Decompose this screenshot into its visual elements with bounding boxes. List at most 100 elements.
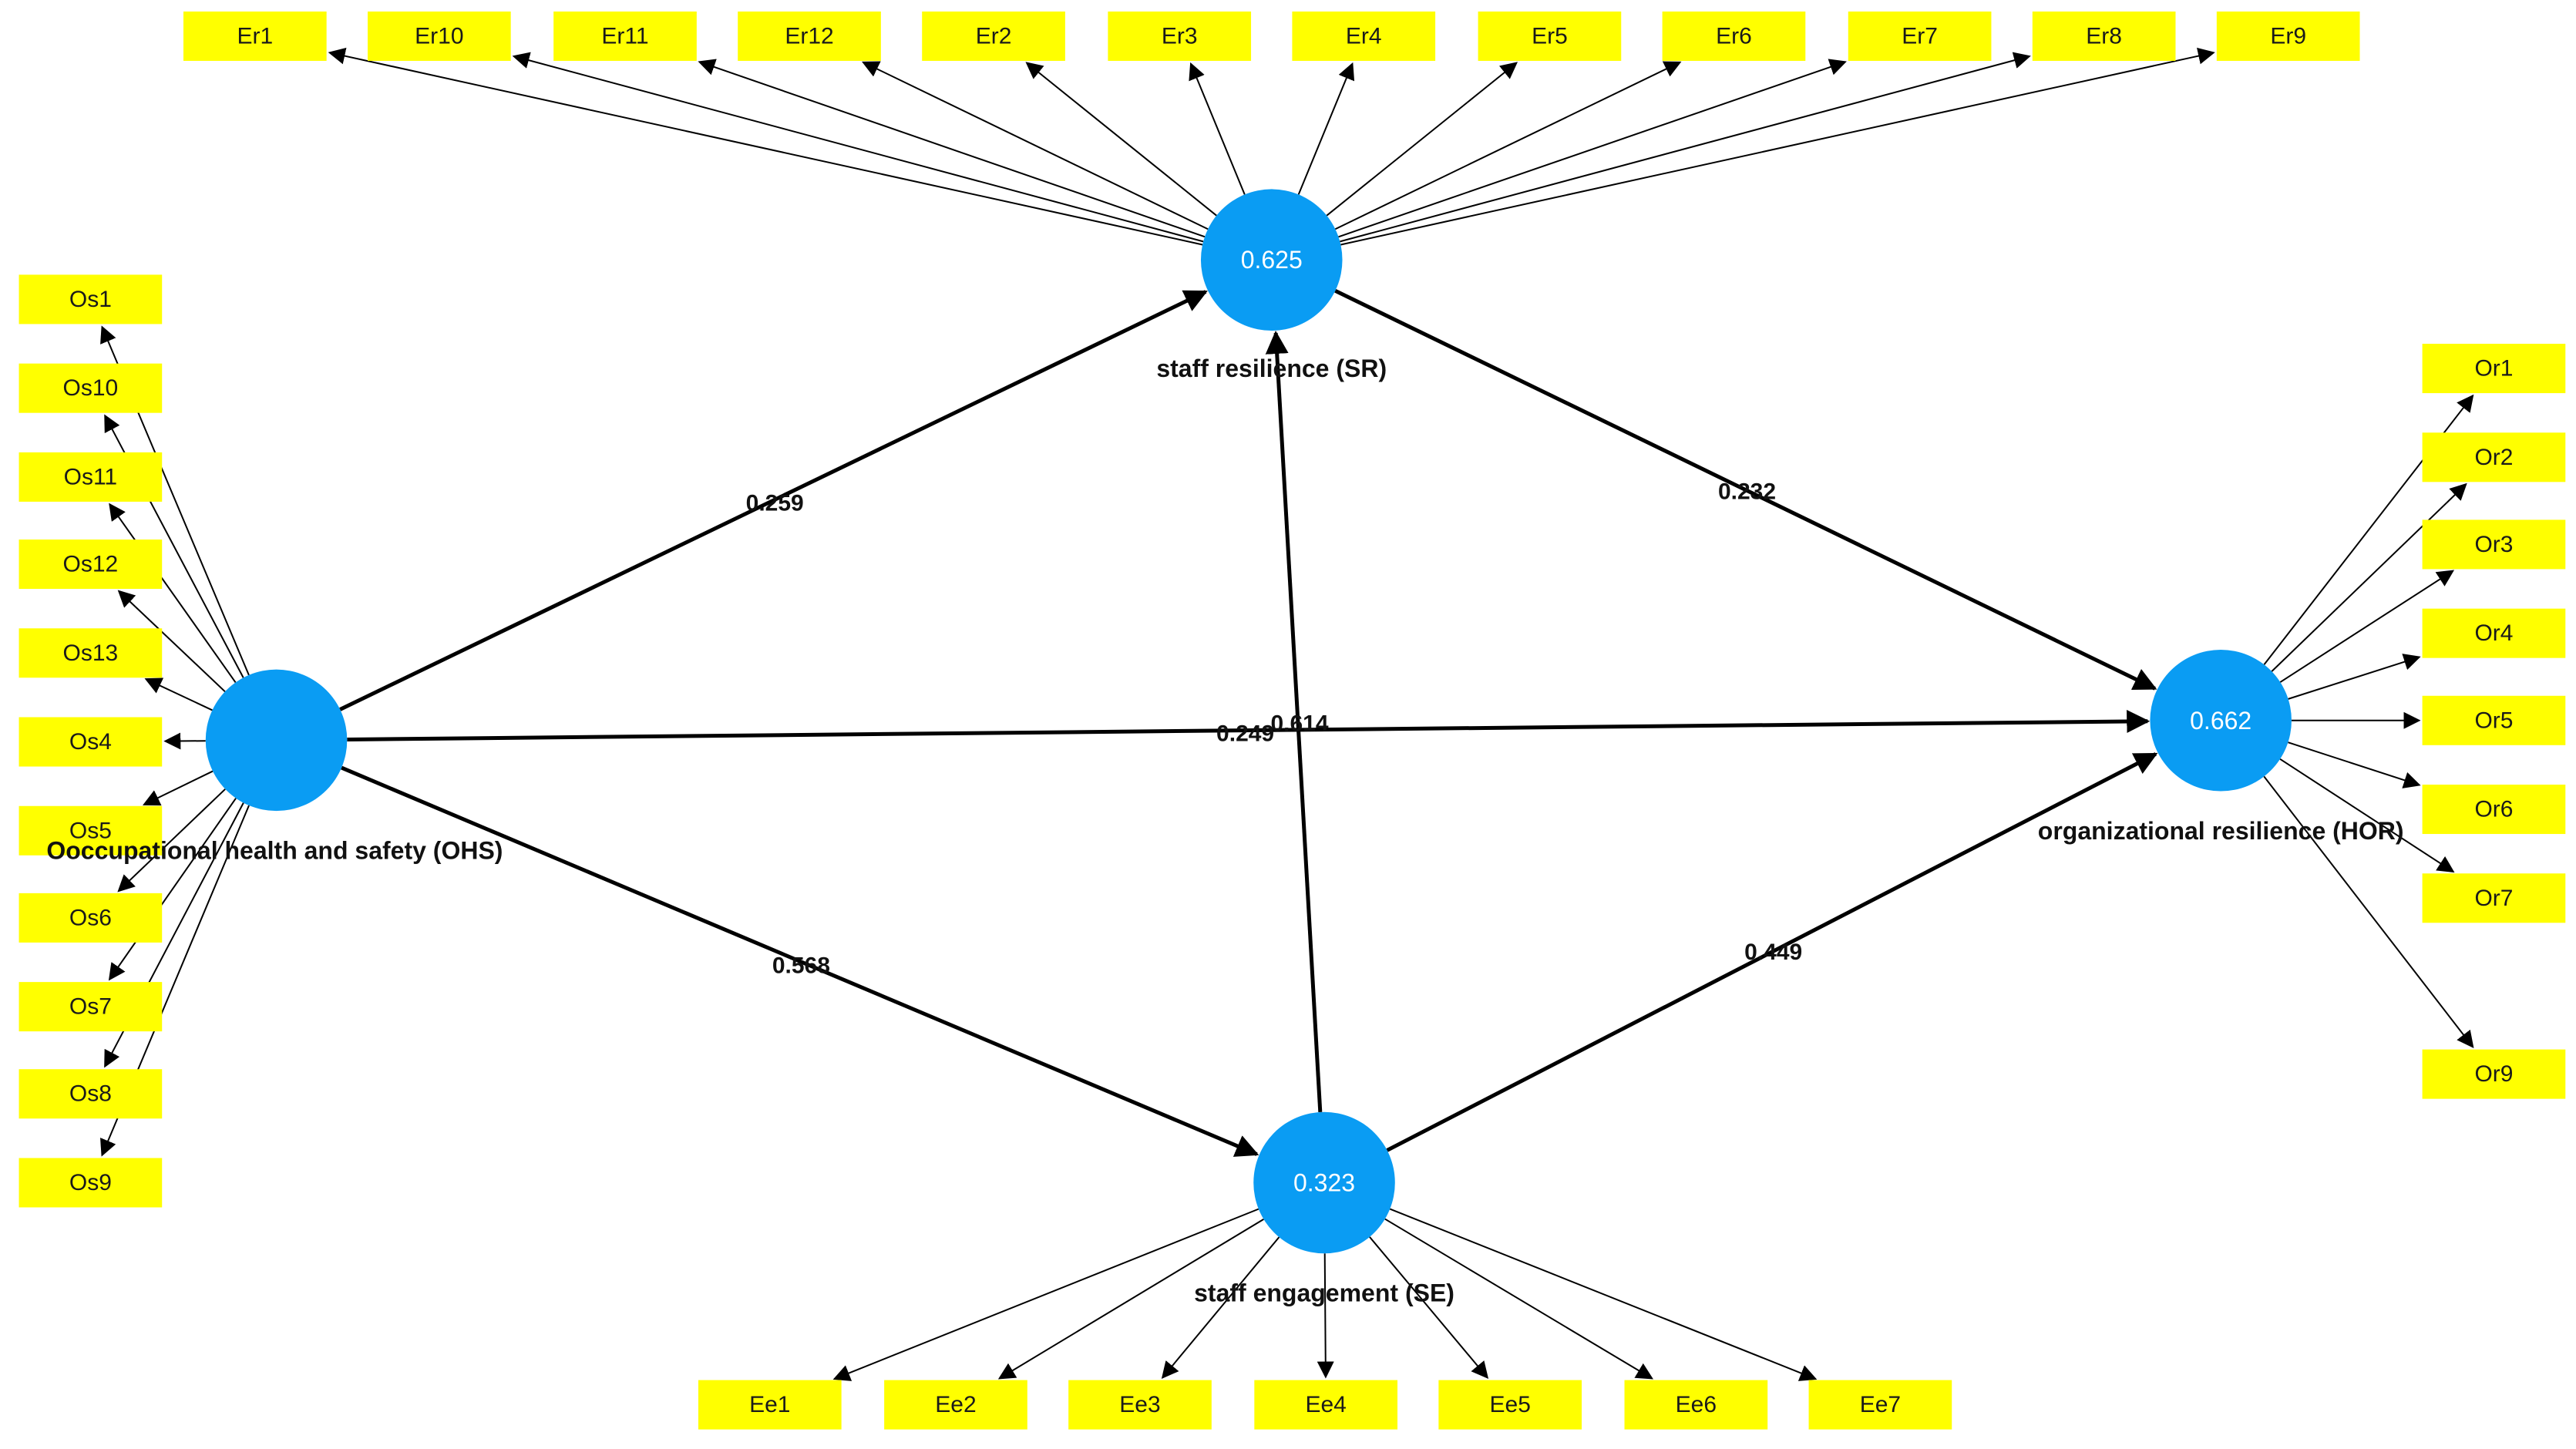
indicator-box — [18, 628, 163, 678]
indicator-er7[interactable]: Er7 — [1848, 11, 1992, 61]
indicator-label: Os9 — [69, 1170, 112, 1195]
indicator-label: Er1 — [237, 23, 273, 49]
indicator-label: Er7 — [1902, 23, 1938, 49]
indicator-ee6[interactable]: Ee6 — [1624, 1380, 1768, 1430]
construct-nodes: 0.625 0.662 0.323 — [205, 189, 2292, 1254]
indicator-os4[interactable]: Os4 — [18, 717, 163, 767]
indicator-label: Ee3 — [1119, 1392, 1160, 1417]
indicator-box — [18, 893, 163, 943]
construct-se[interactable]: 0.323 — [1253, 1111, 1395, 1254]
indicator-box — [18, 363, 163, 413]
path-arrow-ohs-to-se — [341, 765, 1259, 1157]
indicator-er1[interactable]: Er1 — [183, 11, 327, 61]
loading-arrow-os13 — [144, 677, 213, 711]
path-arrow-ohs-to-hor — [347, 710, 2151, 741]
indicator-or7[interactable]: Or7 — [2422, 873, 2566, 923]
indicator-os8[interactable]: Os8 — [18, 1069, 163, 1119]
loading-arrow-or3 — [2279, 570, 2455, 683]
indicator-or3[interactable]: Or3 — [2422, 519, 2566, 570]
indicator-label: Or2 — [2474, 445, 2513, 470]
indicator-label: Ee6 — [1676, 1392, 1717, 1417]
indicator-ee2[interactable]: Ee2 — [884, 1380, 1027, 1430]
indicator-os10[interactable]: Os10 — [18, 363, 163, 413]
indicator-er10[interactable]: Er10 — [367, 11, 511, 61]
indicator-box — [2422, 695, 2566, 745]
indicator-os11[interactable]: Os11 — [18, 452, 163, 502]
indicator-box — [18, 805, 163, 856]
indicator-or9[interactable]: Or9 — [2422, 1049, 2566, 1099]
indicator-label: Or7 — [2474, 886, 2513, 911]
indicator-er11[interactable]: Er11 — [553, 11, 697, 61]
indicator-label: Os10 — [63, 375, 119, 401]
indicator-or2[interactable]: Or2 — [2422, 432, 2566, 482]
indicator-label: Os6 — [69, 905, 112, 930]
indicator-label: Os1 — [69, 287, 112, 312]
indicator-label: Er6 — [1716, 23, 1752, 49]
indicator-box — [2032, 11, 2176, 61]
indicator-box — [18, 982, 163, 1032]
indicator-label: Er11 — [601, 23, 648, 49]
indicator-label: Er12 — [785, 23, 833, 49]
indicator-os1[interactable]: Os1 — [18, 274, 163, 324]
indicator-label: Os11 — [64, 464, 117, 489]
indicator-label: Ee7 — [1860, 1392, 1901, 1417]
indicator-box — [18, 540, 163, 590]
indicator-or5[interactable]: Or5 — [2422, 695, 2566, 745]
indicator-box — [1068, 1380, 1212, 1430]
indicator-os12[interactable]: Os12 — [18, 540, 163, 590]
indicator-ee3[interactable]: Ee3 — [1068, 1380, 1212, 1430]
indicator-or1[interactable]: Or1 — [2422, 344, 2566, 394]
indicator-label: Er3 — [1162, 23, 1198, 49]
indicator-label: Os13 — [63, 640, 119, 666]
indicator-label: Er5 — [1532, 23, 1568, 49]
indicator-ee7[interactable]: Ee7 — [1808, 1380, 1952, 1430]
indicator-os7[interactable]: Os7 — [18, 982, 163, 1032]
indicator-er12[interactable]: Er12 — [738, 11, 881, 61]
indicator-box — [2422, 344, 2566, 394]
indicator-label: Er2 — [976, 23, 1012, 49]
loading-arrow-ee1 — [832, 1208, 1259, 1381]
loading-arrow-os7 — [108, 798, 237, 981]
indicator-er3[interactable]: Er3 — [1108, 11, 1252, 61]
indicator-label: Os8 — [69, 1081, 112, 1107]
loading-arrow-er2 — [1025, 62, 1217, 217]
indicator-or6[interactable]: Or6 — [2422, 785, 2566, 835]
indicator-box — [738, 11, 881, 61]
indicator-box — [1662, 11, 1806, 61]
indicator-er9[interactable]: Er9 — [2216, 11, 2360, 61]
construct-circle — [1253, 1111, 1395, 1254]
indicator-ee5[interactable]: Ee5 — [1438, 1380, 1582, 1430]
coef-ohs-hor: 0.249 — [1216, 721, 1274, 746]
loading-arrow-er10 — [512, 52, 1204, 243]
construct-ohs[interactable] — [205, 669, 348, 812]
indicator-box — [2422, 785, 2566, 835]
indicator-or4[interactable]: Or4 — [2422, 608, 2566, 658]
indicator-er2[interactable]: Er2 — [922, 11, 1065, 61]
indicator-box — [698, 1380, 842, 1430]
indicator-label: Or5 — [2474, 708, 2513, 733]
construct-hor[interactable]: 0.662 — [2150, 650, 2292, 792]
construct-circle — [205, 669, 348, 812]
indicator-ee1[interactable]: Ee1 — [698, 1380, 842, 1430]
indicator-label: Os7 — [69, 994, 112, 1020]
indicator-label: Os5 — [69, 818, 112, 843]
indicator-label: Or9 — [2474, 1061, 2513, 1087]
indicator-er6[interactable]: Er6 — [1662, 11, 1806, 61]
indicator-box — [1254, 1380, 1398, 1430]
indicator-os6[interactable]: Os6 — [18, 893, 163, 943]
indicator-os5[interactable]: Os5 — [18, 805, 163, 856]
indicator-er8[interactable]: Er8 — [2032, 11, 2176, 61]
indicator-os9[interactable]: Os9 — [18, 1158, 163, 1208]
indicator-os13[interactable]: Os13 — [18, 628, 163, 678]
indicator-label: Os4 — [69, 729, 112, 755]
indicator-label: Ee5 — [1490, 1392, 1531, 1417]
indicator-er4[interactable]: Er4 — [1292, 11, 1436, 61]
indicator-er5[interactable]: Er5 — [1478, 11, 1622, 61]
construct-sr[interactable]: 0.625 — [1200, 189, 1343, 331]
indicator-box — [18, 452, 163, 502]
loading-arrow-or7 — [2279, 758, 2455, 873]
r-squared-value: 0.625 — [1241, 246, 1303, 274]
indicator-label: Er8 — [2086, 23, 2122, 49]
indicator-ee4[interactable]: Ee4 — [1254, 1380, 1398, 1430]
